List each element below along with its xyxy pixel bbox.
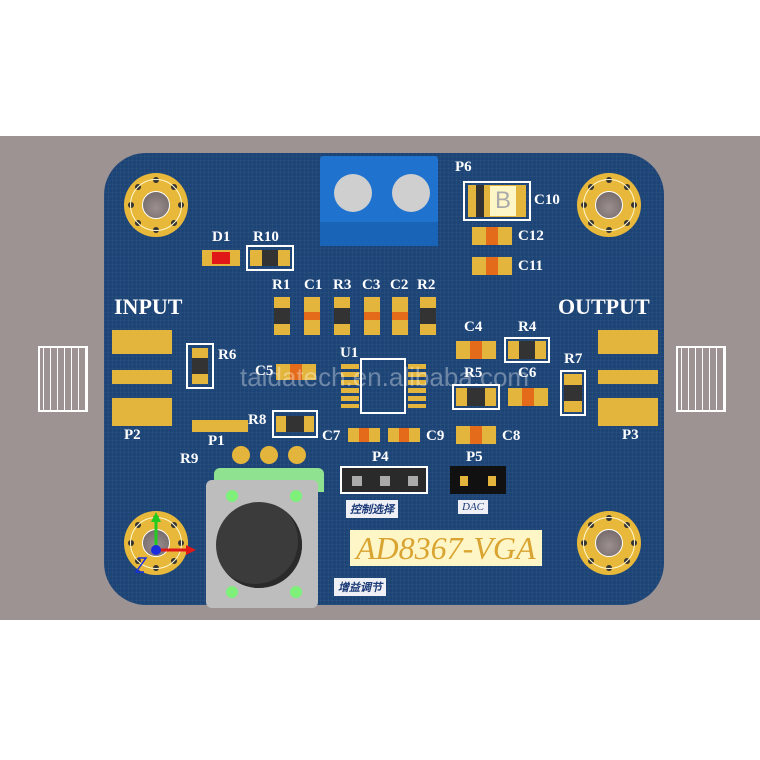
sma-connector-output [676,346,726,412]
label-c7: C7 [322,428,341,444]
label-input: INPUT [114,294,183,319]
jumper-p5 [450,466,506,494]
mounting-hole-bottom-right [577,511,641,575]
header-p4 [340,466,428,494]
label-p1: P1 [208,433,225,449]
p1-pad [192,420,248,432]
c10-outline [463,181,531,221]
p2-pad-top [112,330,172,354]
sma-connector-input [38,346,88,412]
label-c12: C12 [518,228,544,244]
label-r5: R5 [464,365,483,381]
label-gain-adjust: 增益调节 [334,578,386,596]
label-r2: R2 [417,277,436,293]
label-d1: D1 [212,229,231,245]
label-control-select: 控制选择 [346,500,398,518]
axis-gizmo-icon [130,510,200,580]
p2-pad-mid [112,370,172,384]
label-c11: C11 [518,258,544,274]
board-title: AD8367-VGA [350,530,542,566]
pot-pins [232,446,312,466]
label-c3: C3 [362,277,381,293]
label-p3: P3 [622,427,639,443]
label-c8: C8 [502,428,521,444]
terminal-block-p6 [320,156,438,246]
p3-pad-top [598,330,658,354]
label-dac: DAC [458,500,488,514]
p3-pad-mid [598,370,658,384]
label-r8: R8 [248,412,267,428]
label-r6: R6 [218,347,237,363]
label-p5: P5 [466,449,483,465]
watermark: taidatech.en.alibaba.com [240,362,530,392]
label-r10: R10 [253,229,279,245]
u1-chip [360,358,406,414]
label-c5: C5 [255,363,274,379]
label-c6: C6 [518,365,537,381]
screw-icon [392,174,430,212]
label-p6: P6 [455,159,472,175]
label-c2: C2 [390,277,409,293]
p3-pad-bottom [598,398,658,426]
label-r1: R1 [272,277,291,293]
label-u1: U1 [340,345,359,361]
label-c1: C1 [304,277,323,293]
label-c4: C4 [464,319,483,335]
label-c10: C10 [534,192,560,208]
potentiometer-knob[interactable] [216,502,302,588]
mounting-hole-top-right [577,173,641,237]
label-r3: R3 [333,277,352,293]
screw-icon [334,174,372,212]
c10-mark: B [490,186,516,216]
p2-pad-bottom [112,398,172,426]
mounting-hole-top-left [124,173,188,237]
label-p2: P2 [124,427,141,443]
label-r4: R4 [518,319,537,335]
label-r7: R7 [564,351,583,367]
label-c9: C9 [426,428,445,444]
label-r9: R9 [180,451,199,467]
label-output: OUTPUT [558,294,650,319]
label-p4: P4 [372,449,389,465]
